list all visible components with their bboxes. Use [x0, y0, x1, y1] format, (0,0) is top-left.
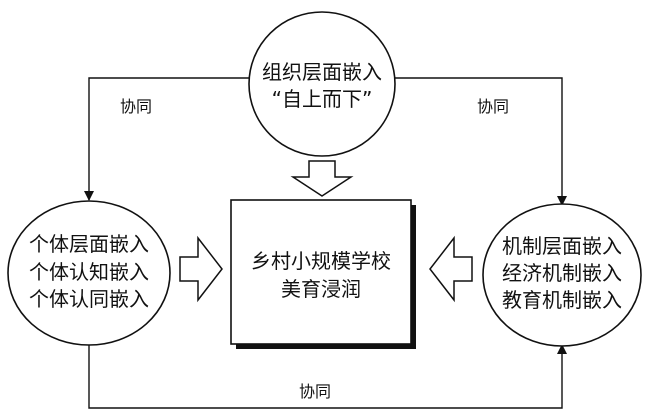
left-node-line1: 个体层面嵌入 — [29, 232, 149, 256]
center-box-line2: 美育浸润 — [281, 277, 361, 301]
right-node-line3: 教育机制嵌入 — [502, 288, 622, 312]
left-node-line2: 个体认知嵌入 — [29, 260, 149, 284]
right-node-line1: 机制层面嵌入 — [502, 234, 622, 258]
edge-label-top-right: 协同 — [477, 97, 509, 116]
edge-label-bottom: 协同 — [299, 382, 331, 401]
connector-lines — [84, 73, 567, 409]
left-node-circle — [7, 200, 171, 346]
connector-bottom — [84, 336, 567, 409]
arrow-down-icon — [290, 160, 354, 197]
edge-label-top-left: 协同 — [120, 97, 152, 116]
connector-top-right — [381, 73, 567, 206]
top-node-line1: 组织层面嵌入 — [262, 60, 382, 84]
top-node-circle — [248, 11, 396, 157]
right-node-circle — [482, 203, 642, 347]
connector-top-left — [84, 73, 259, 201]
arrow-right-icon — [179, 235, 223, 303]
left-node-line3: 个体认同嵌入 — [29, 287, 149, 311]
center-box — [230, 199, 412, 345]
arrow-left-icon — [429, 235, 473, 303]
right-node-line2: 经济机制嵌入 — [502, 261, 622, 285]
center-box-line1: 乡村小规模学校 — [251, 249, 391, 273]
top-node-line2: “自上而下” — [272, 87, 373, 111]
